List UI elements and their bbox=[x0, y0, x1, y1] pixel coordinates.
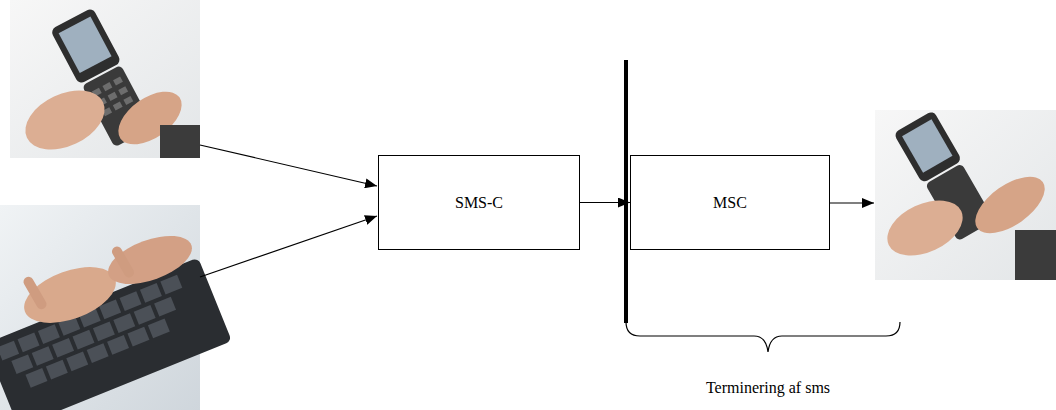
flow-arrow bbox=[580, 202, 630, 203]
keyboard-photo bbox=[0, 205, 232, 410]
box-label: MSC bbox=[713, 193, 747, 212]
box-label: SMS-C bbox=[455, 193, 503, 212]
phone-photo bbox=[875, 110, 1056, 280]
process-box: MSC bbox=[630, 155, 830, 250]
phone-photo bbox=[10, 0, 200, 161]
process-box: SMS-C bbox=[378, 155, 580, 250]
input-arrow bbox=[200, 145, 377, 186]
input-arrow bbox=[200, 216, 377, 277]
brace-label: Terminering af sms bbox=[704, 378, 832, 397]
output-arrow bbox=[830, 202, 874, 203]
boundary-bar bbox=[624, 60, 628, 323]
brace bbox=[626, 322, 900, 352]
